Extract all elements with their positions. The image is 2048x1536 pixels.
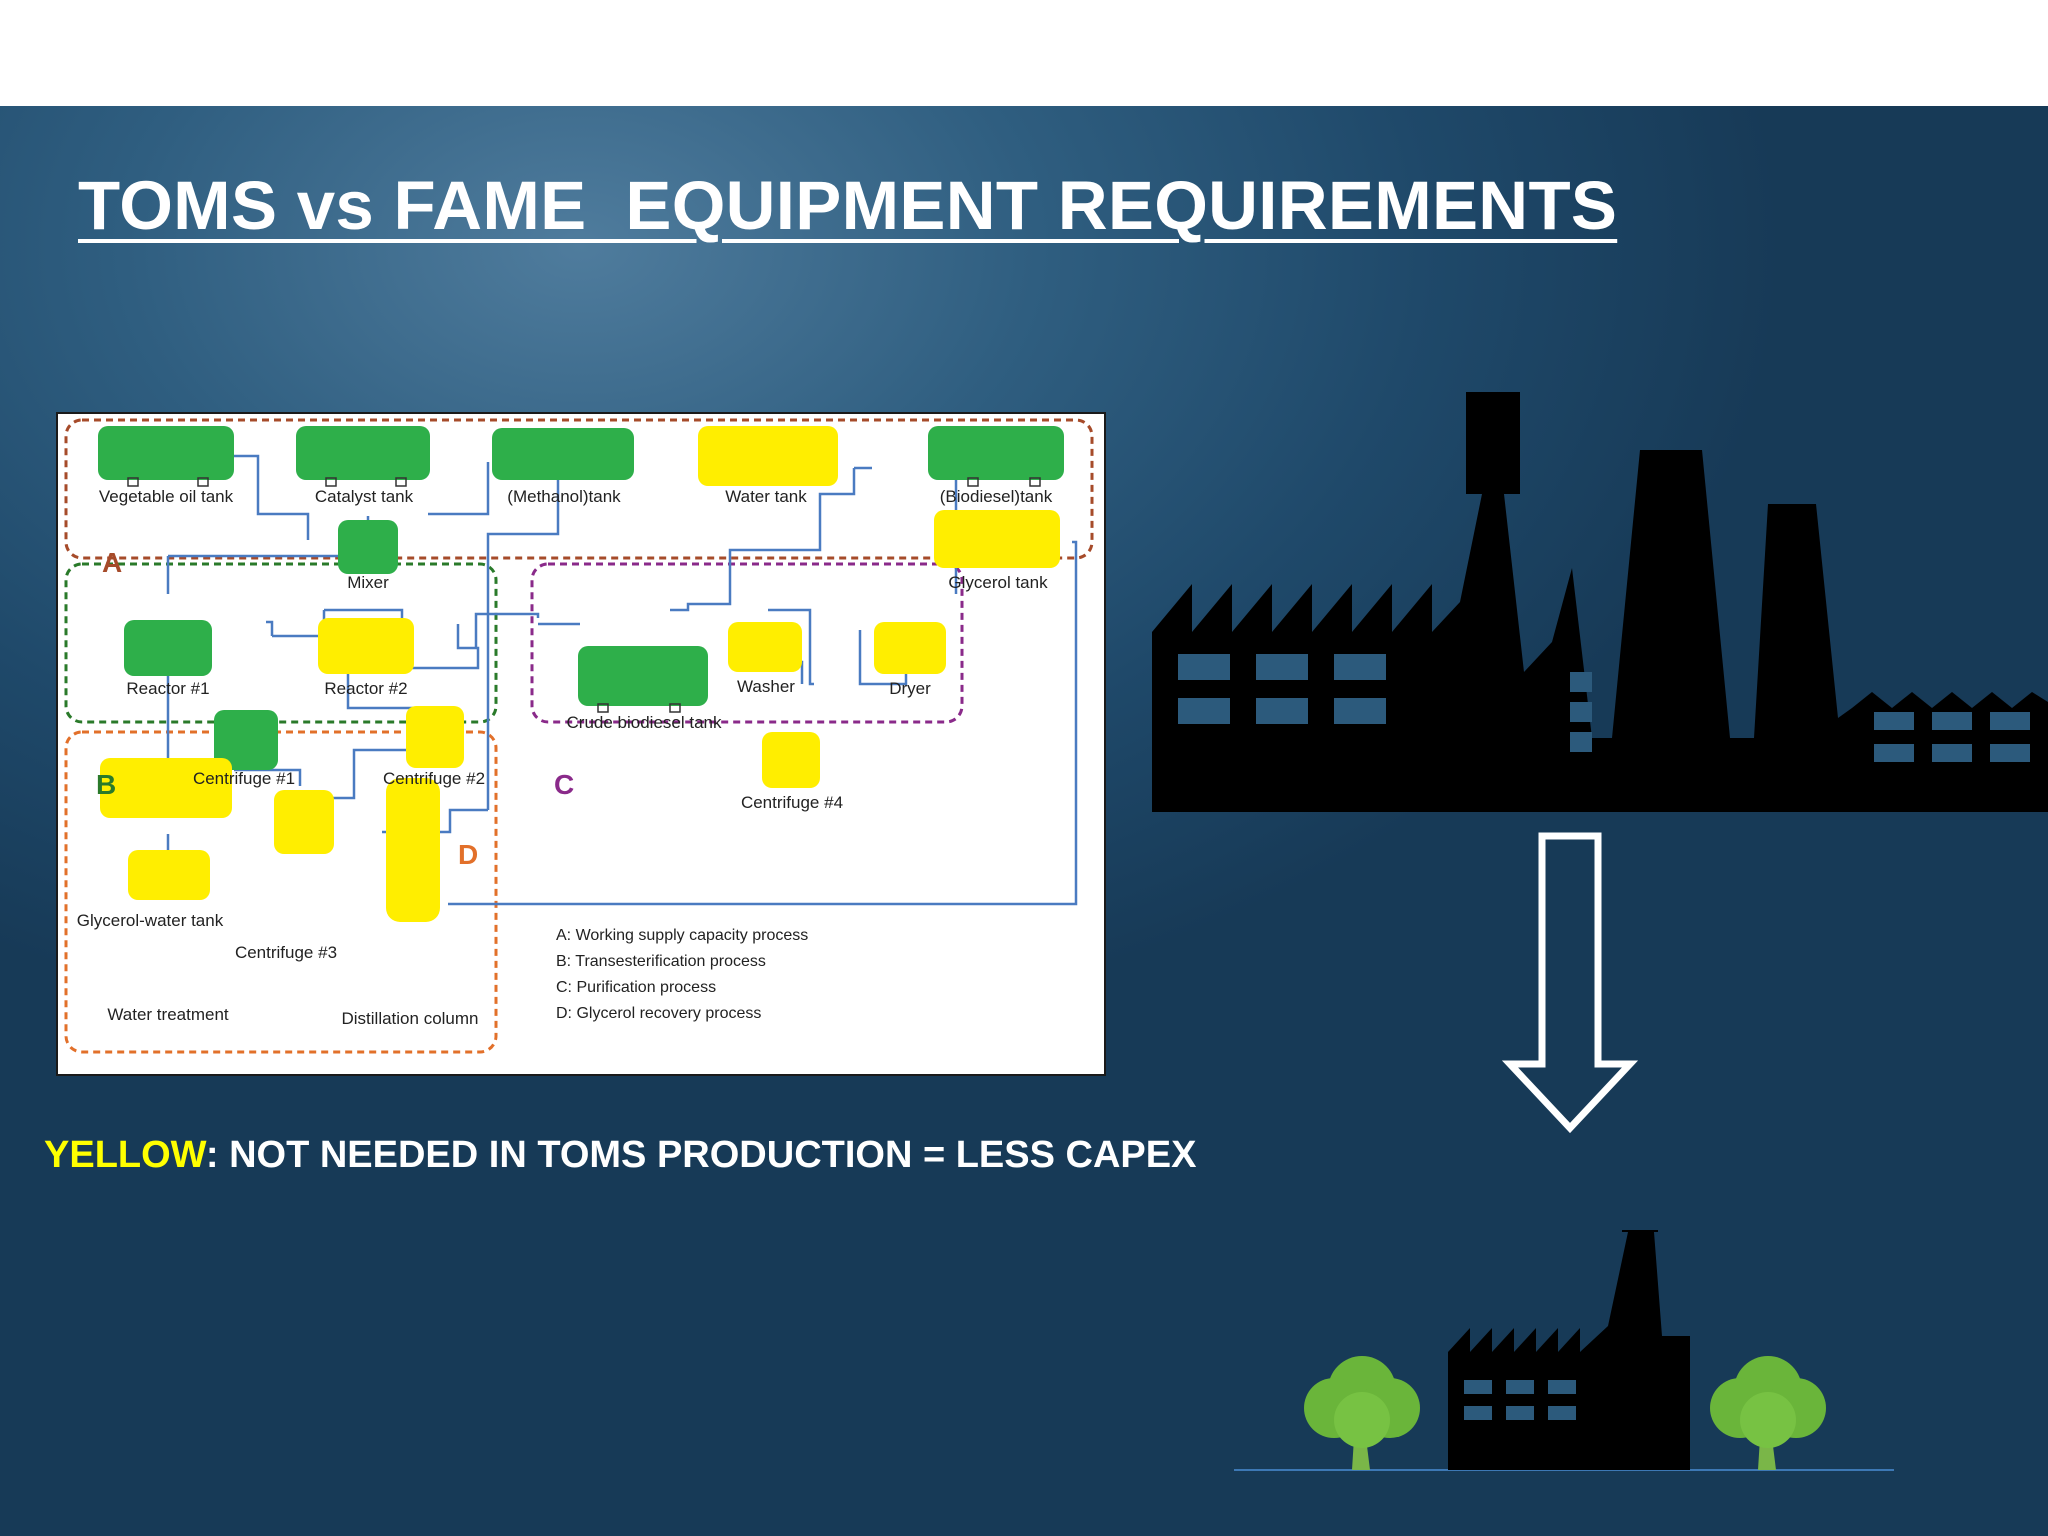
methanol-tank xyxy=(492,428,634,480)
label-water-treatment: Water treatment xyxy=(107,1005,229,1024)
section-d-label: D xyxy=(458,839,478,870)
small-factory-with-trees-icon xyxy=(1234,1230,1894,1471)
crude-biodiesel-tank xyxy=(578,646,708,706)
label-crude-biodiesel-tank: Crude biodiesel tank xyxy=(567,713,722,732)
label-mixer: Mixer xyxy=(347,573,389,592)
top-white-band xyxy=(0,0,2048,106)
glycerol-water-tank xyxy=(100,758,232,818)
water-treatment xyxy=(128,850,210,900)
catalyst-tank xyxy=(296,426,430,480)
legend-item: A: Working supply capacity process xyxy=(556,927,808,944)
slide: TOMS vs FAME EQUIPMENT REQUIREMENTS xyxy=(0,106,2048,1536)
glycerol-tank xyxy=(934,510,1060,568)
vegetable-oil-tank xyxy=(98,426,234,480)
label-reactor-2: Reactor #2 xyxy=(324,679,407,698)
label-centrifuge-2: Centrifuge #2 xyxy=(383,769,485,788)
label-glycerol-water-tank: Glycerol-water tank xyxy=(77,911,224,930)
dryer xyxy=(874,622,946,674)
label-centrifuge-1: Centrifuge #1 xyxy=(193,769,295,788)
legend-item: B: Transesterification process xyxy=(556,953,766,970)
legend: A: Working supply capacity process B: Tr… xyxy=(556,927,808,1022)
process-flow-diagram: Vegetable oil tank Catalyst tank (Methan… xyxy=(56,412,1106,1076)
label-methanol-tank: (Methanol)tank xyxy=(507,487,621,506)
section-c-boundary xyxy=(530,562,964,724)
label-centrifuge-3: Centrifuge #3 xyxy=(235,943,337,962)
section-a-boundary xyxy=(64,418,1094,560)
small-factory-icon xyxy=(1448,1230,1690,1470)
tree-icon xyxy=(1304,1356,1420,1470)
label-biodiesel-tank: (Biodiesel)tank xyxy=(940,487,1053,506)
centrifuge-4 xyxy=(762,732,820,788)
section-b-label: B xyxy=(96,769,116,800)
water-tank xyxy=(698,426,838,486)
down-arrow-icon xyxy=(1501,832,1639,1134)
slide-title: TOMS vs FAME EQUIPMENT REQUIREMENTS xyxy=(78,167,1618,244)
label-washer: Washer xyxy=(737,677,795,696)
label-reactor-1: Reactor #1 xyxy=(126,679,209,698)
centrifuge-1 xyxy=(214,710,278,770)
centrifuge-2 xyxy=(406,706,464,768)
legend-item: C: Purification process xyxy=(556,979,716,996)
process-flow-svg: Vegetable oil tank Catalyst tank (Methan… xyxy=(64,418,1094,1054)
label-vegetable-oil-tank: Vegetable oil tank xyxy=(99,487,234,506)
reactor-1 xyxy=(124,620,212,676)
capex-note: YELLOW: NOT NEEDED IN TOMS PRODUCTION = … xyxy=(44,1134,1196,1177)
equipment-labels: Vegetable oil tank Catalyst tank (Methan… xyxy=(77,487,1053,1028)
label-glycerol-tank: Glycerol tank xyxy=(948,573,1048,592)
section-d-boundary xyxy=(64,730,498,1054)
mixer xyxy=(338,520,398,574)
note-text: : NOT NEEDED IN TOMS PRODUCTION = LESS C… xyxy=(205,1134,1197,1176)
distillation-column xyxy=(386,778,440,922)
label-water-tank: Water tank xyxy=(725,487,807,506)
label-distillation-column: Distillation column xyxy=(342,1009,479,1028)
centrifuge-3 xyxy=(274,790,334,854)
large-factory-icon xyxy=(1152,392,2048,812)
biodiesel-tank xyxy=(928,426,1064,480)
section-b-boundary xyxy=(64,562,498,724)
tree-icon xyxy=(1710,1356,1826,1470)
washer xyxy=(728,622,802,672)
section-a-label: A xyxy=(102,547,122,578)
reactor-2 xyxy=(318,618,414,674)
legend-item: D: Glycerol recovery process xyxy=(556,1005,761,1022)
note-highlight: YELLOW xyxy=(44,1134,206,1176)
equipment xyxy=(98,426,1064,922)
label-catalyst-tank: Catalyst tank xyxy=(315,487,414,506)
label-centrifuge-4: Centrifuge #4 xyxy=(741,793,843,812)
label-dryer: Dryer xyxy=(889,679,931,698)
section-c-label: C xyxy=(554,769,574,800)
